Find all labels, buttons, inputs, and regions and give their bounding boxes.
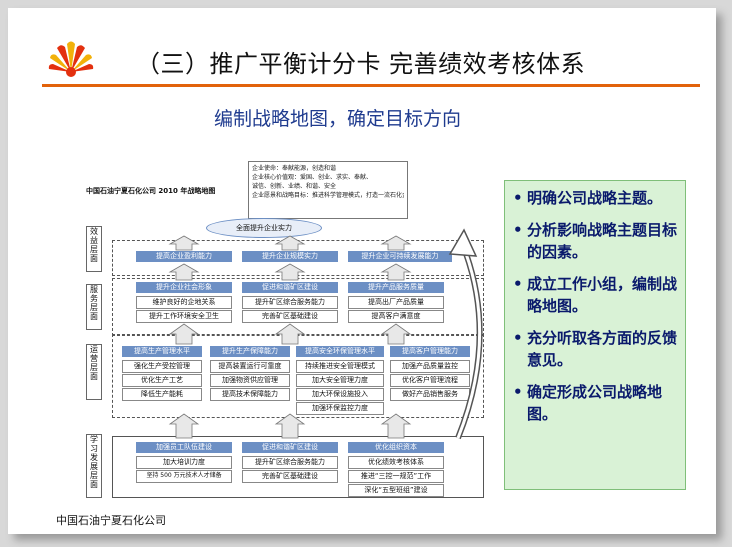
company-footer: 中国石油宁夏石化公司	[56, 514, 166, 527]
curved-arrow-icon	[448, 228, 483, 440]
bullet-text: 确定形成公司战略地图。	[527, 383, 663, 423]
band-label-operation: 运营层面	[86, 344, 102, 400]
bullet-item: •确定形成公司战略地图。	[513, 381, 677, 425]
company-logo-icon	[48, 41, 94, 77]
key-points-box: •明确公司战略主题。 •分析影响战略主题目标的因素。 •成立工作小组，编制战略地…	[504, 180, 686, 490]
operation-header: 提高客户管理能力	[390, 346, 470, 357]
operation-item: 加强环保监控力度	[296, 402, 384, 415]
finance-goal: 提升企业可持续发展能力	[348, 251, 452, 262]
vision-line: 诚信、创新、业绩、和谐、安全	[252, 183, 337, 190]
band-label-finance: 效益层面	[86, 226, 102, 272]
bullet-dot-icon: •	[513, 189, 523, 207]
map-ellipse: 全面提升企业实力	[206, 218, 322, 238]
bullet-text: 充分听取各方面的反馈意见。	[527, 329, 678, 369]
vision-line: 企业愿景和战略目标：推进科学管理模式，打造一流石化企业	[252, 192, 404, 199]
learning-item: 坚持 500 万元技术人才储备	[136, 470, 232, 483]
band-label-learning: 学习发展层面	[86, 434, 102, 498]
band-label-service: 服务层面	[86, 284, 102, 330]
operation-header: 提升生产保障能力	[210, 346, 290, 357]
operation-item: 做好产品销售服务	[390, 388, 470, 401]
bullet-text: 成立工作小组，编制战略地图。	[527, 275, 678, 315]
bullet-dot-icon: •	[513, 221, 523, 239]
bullet-text: 明确公司战略主题。	[527, 189, 663, 207]
service-item: 维护良好的企地关系	[136, 296, 232, 309]
learning-item: 加大培训力度	[136, 456, 232, 469]
finance-goal: 提升企业规模实力	[242, 251, 338, 262]
learning-item: 完善矿区基础建设	[242, 470, 338, 483]
vision-line: 企业核心价值观：爱国、创业、求实、奉献、	[252, 174, 373, 181]
operation-item: 加强产品质量监控	[390, 360, 470, 373]
service-item: 提升矿区综合服务能力	[242, 296, 338, 309]
bullet-item: •充分听取各方面的反馈意见。	[513, 327, 677, 371]
learning-header: 促进和谐矿区建设	[242, 442, 338, 453]
service-item: 提高客户满意度	[348, 310, 444, 323]
bullet-item: •明确公司战略主题。	[513, 187, 677, 209]
service-item: 提升工作环境安全卫生	[136, 310, 232, 323]
operation-item: 持续推进安全管理模式	[296, 360, 384, 373]
operation-item: 强化生产受控管理	[122, 360, 202, 373]
operation-item: 提高技术保障能力	[210, 388, 290, 401]
page-subtitle: 编制战略地图，确定目标方向	[214, 108, 462, 130]
service-item: 提高出厂产品质量	[348, 296, 444, 309]
bullet-text: 分析影响战略主题目标的因素。	[527, 221, 678, 261]
learning-header: 优化组织资本	[348, 442, 444, 453]
map-arrows-icon	[168, 235, 412, 439]
bullet-dot-icon: •	[513, 383, 523, 401]
learning-header: 加强员工队伍建设	[136, 442, 232, 453]
vision-box: 企业使命：奉献能源，创造和谐 企业核心价值观：爱国、创业、求实、奉献、 诚信、创…	[248, 161, 408, 219]
bullet-item: •分析影响战略主题目标的因素。	[513, 219, 677, 263]
operation-item: 提高装置运行可靠度	[210, 360, 290, 373]
map-name: 中国石油宁夏石化公司 2010 年战略地图	[86, 187, 216, 195]
page-title: （三）推广平衡计分卡 完善绩效考核体系	[136, 50, 586, 78]
service-item: 完善矿区基础建设	[242, 310, 338, 323]
bullet-item: •成立工作小组，编制战略地图。	[513, 273, 677, 317]
learning-item: 优化绩效考核体系	[348, 456, 444, 469]
vision-line: 企业使命：奉献能源，创造和谐	[252, 165, 337, 172]
service-header: 提升产品服务质量	[348, 282, 444, 293]
learning-item: 提升矿区综合服务能力	[242, 456, 338, 469]
learning-item: 深化“五型班组”建设	[348, 484, 444, 497]
learning-item: 推进“三控一规范”工作	[348, 470, 444, 483]
service-header: 提升企业社会形象	[136, 282, 232, 293]
operation-header: 提高安全环保管理水平	[296, 346, 384, 357]
slide: （三）推广平衡计分卡 完善绩效考核体系 编制战略地图，确定目标方向 中国石油宁夏…	[8, 8, 716, 534]
operation-item: 加大环保设施投入	[296, 388, 384, 401]
operation-header: 提高生产管理水平	[122, 346, 202, 357]
finance-goal: 提高企业盈利能力	[136, 251, 232, 262]
bullet-dot-icon: •	[513, 329, 523, 347]
operation-item: 优化生产工艺	[122, 374, 202, 387]
operation-item: 优化客户管理流程	[390, 374, 470, 387]
strategy-map: 中国石油宁夏石化公司 2010 年战略地图 企业使命：奉献能源，创造和谐 企业核…	[80, 156, 488, 504]
operation-item: 降低生产能耗	[122, 388, 202, 401]
bullet-dot-icon: •	[513, 275, 523, 293]
service-header: 促进和谐矿区建设	[242, 282, 338, 293]
operation-item: 加强物资供应管理	[210, 374, 290, 387]
operation-item: 加大安全管理力度	[296, 374, 384, 387]
title-divider	[42, 84, 700, 87]
